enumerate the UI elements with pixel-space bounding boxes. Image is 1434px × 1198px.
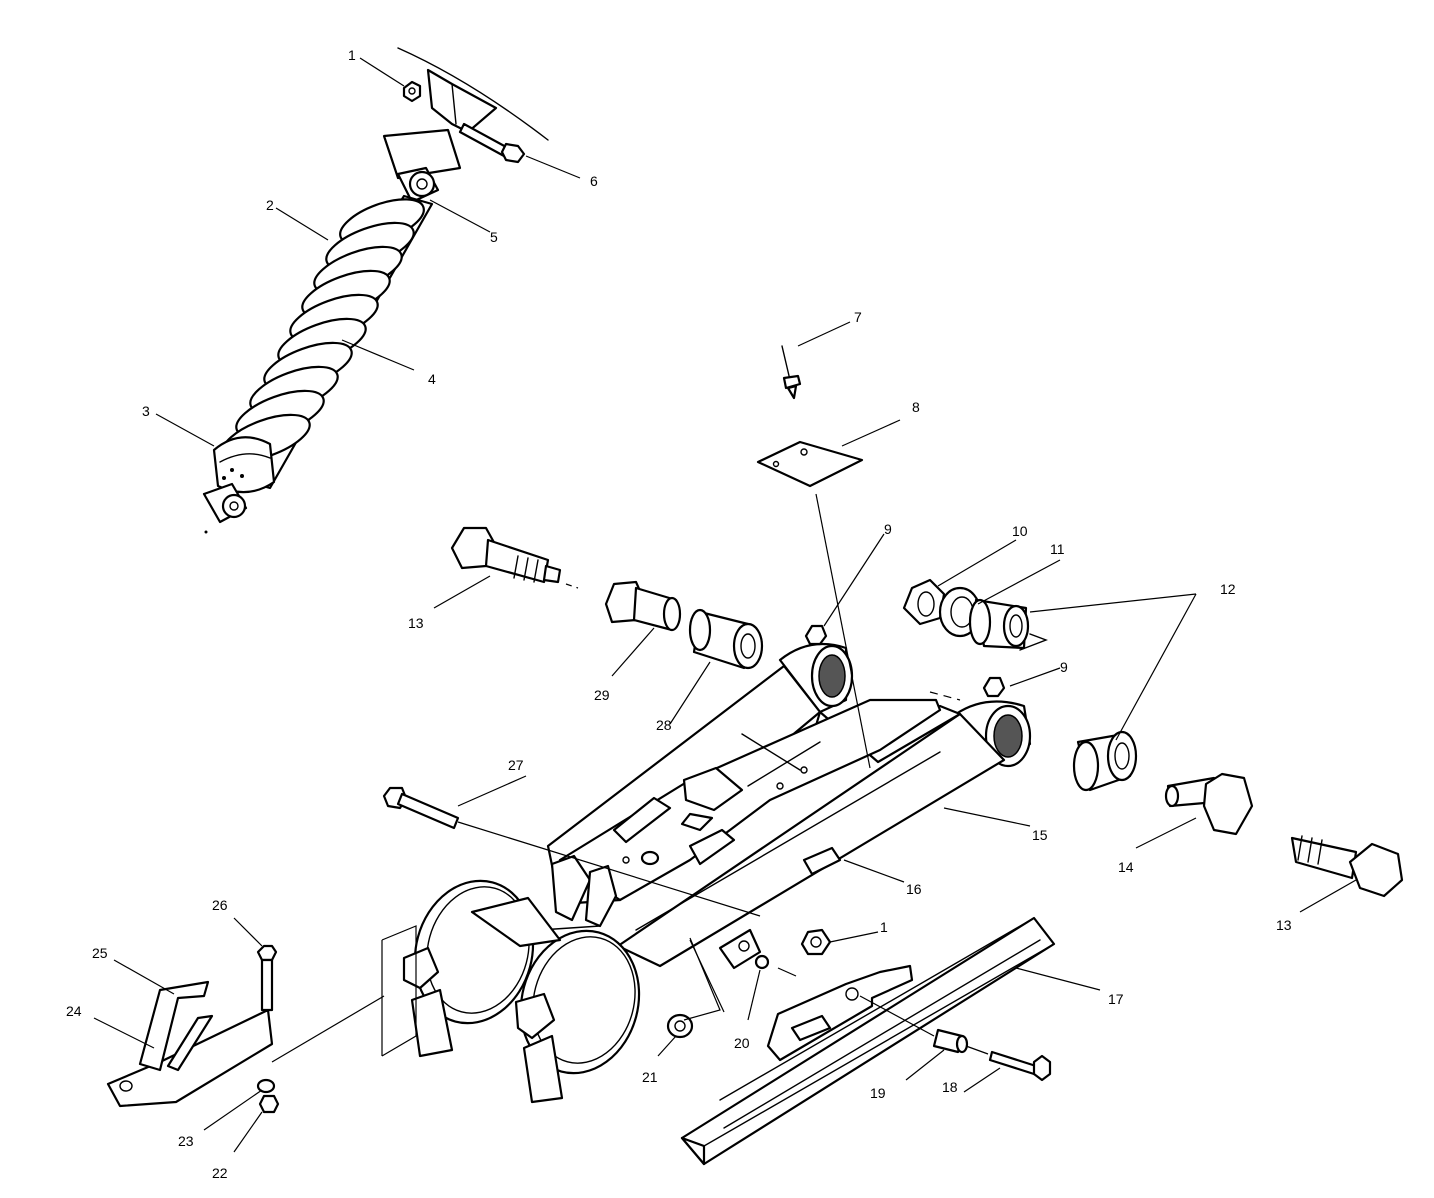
swing-arm-part-15	[402, 642, 1032, 1104]
callout-9-lower: 9	[1060, 659, 1068, 675]
callout-28: 28	[656, 717, 672, 733]
callout-1-lower: 1	[880, 919, 888, 935]
callout-23: 23	[178, 1133, 194, 1149]
pivot-bolt-part-13-right	[1290, 835, 1404, 898]
callout-29: 29	[594, 687, 610, 703]
callout-16: 16	[906, 881, 922, 897]
nut-part-1-lower	[800, 928, 832, 956]
callout-13-right: 13	[1276, 917, 1292, 933]
mount-tab	[718, 928, 762, 970]
bolt-part-18	[988, 1050, 1052, 1082]
callout-9-upper: 9	[884, 521, 892, 537]
slide-rail-part-17	[680, 916, 1056, 1166]
callout-4: 4	[428, 371, 436, 387]
bushing-part-12-upper	[968, 598, 1030, 650]
bracket-part-25	[138, 980, 214, 1072]
callout-12: 12	[1220, 581, 1236, 597]
upper-shock-mount-bracket	[382, 47, 549, 180]
leader-lines	[93, 57, 1357, 1153]
washer-part-20	[754, 954, 770, 970]
callout-22: 22	[212, 1165, 228, 1181]
spacer-part-19	[932, 1028, 969, 1054]
callout-27: 27	[508, 757, 524, 773]
callout-13-left: 13	[408, 615, 424, 631]
washer-part-21	[666, 1013, 694, 1039]
cover-plate-part-8	[756, 440, 864, 488]
axle-clamp-right	[514, 929, 641, 1104]
callout-19: 19	[870, 1085, 886, 1101]
callout-8: 8	[912, 399, 920, 415]
bolt-part-27	[382, 786, 460, 830]
callout-17: 17	[1108, 991, 1124, 1007]
bushing-part-29	[604, 580, 682, 632]
callout-20: 20	[734, 1035, 750, 1051]
bushing-part-28	[688, 608, 764, 670]
nut-part-1-top	[402, 80, 422, 103]
bushing-part-12-lower	[1072, 730, 1138, 792]
callout-3: 3	[142, 403, 150, 419]
callout-25: 25	[92, 945, 108, 961]
bushing-12-guide	[1019, 633, 1048, 651]
callout-26: 26	[212, 897, 228, 913]
callout-18: 18	[942, 1079, 958, 1095]
callout-15: 15	[1032, 827, 1048, 843]
callout-1-top: 1	[348, 47, 356, 63]
nut-part-10	[902, 578, 946, 626]
callout-labels: 1 2 3 4 5 6 7 8 9 9 10 11 12 13 13 14 15…	[66, 47, 1292, 1181]
bolt-part-9-upper	[804, 624, 828, 646]
callout-21: 21	[642, 1069, 658, 1085]
rivet-part-7	[781, 345, 802, 400]
bolt-part-6	[458, 122, 526, 164]
bolt-part-14	[1164, 772, 1254, 836]
decal-part-16	[802, 846, 842, 876]
callout-5: 5	[490, 229, 498, 245]
washer-part-23	[256, 1078, 276, 1094]
bracket-part-24	[106, 1008, 274, 1108]
nut-part-22	[258, 1094, 280, 1114]
coil-spring	[221, 198, 425, 463]
shock-absorber-assembly	[202, 166, 440, 534]
callout-24: 24	[66, 1003, 82, 1019]
callout-10: 10	[1012, 523, 1028, 539]
bolt-part-9-lower	[982, 676, 1006, 698]
pivot-bolt-part-13-left	[450, 526, 579, 589]
callout-14: 14	[1118, 859, 1134, 875]
callout-11: 11	[1050, 541, 1065, 557]
bolt-part-26	[256, 944, 278, 1012]
callout-6: 6	[590, 173, 598, 189]
callout-7: 7	[854, 309, 862, 325]
callout-2: 2	[266, 197, 274, 213]
